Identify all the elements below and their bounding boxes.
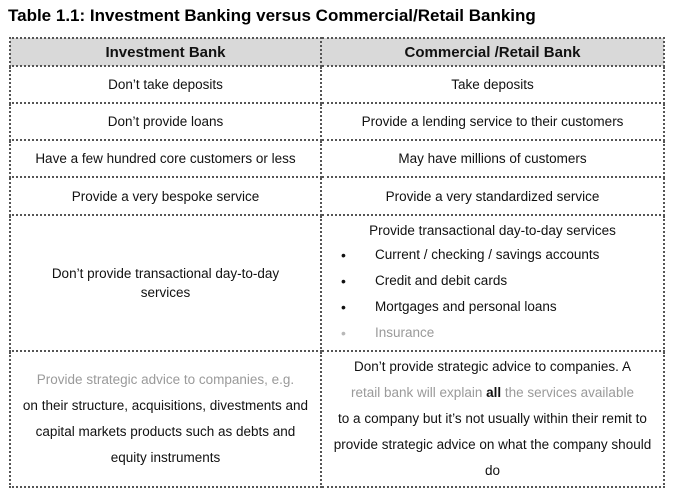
table-row: Provide strategic advice to companies, e… <box>9 350 665 488</box>
table-header-row: Investment Bank Commercial /Retail Bank <box>9 37 665 67</box>
cell-retail: Provide a very standardized service <box>320 176 665 216</box>
list-item: Insurance <box>328 320 657 346</box>
table-title: Table 1.1: Investment Banking versus Com… <box>8 6 536 25</box>
advice-retail-first: Don’t provide strategic advice to compan… <box>354 359 631 374</box>
cell-retail: May have millions of customers <box>320 139 665 178</box>
cell-investment: Don’t provide loans <box>9 102 322 141</box>
cell-retail: Take deposits <box>320 65 665 104</box>
table-row: Don’t provide loans Provide a lending se… <box>9 102 665 141</box>
table-row: Provide a very bespoke service Provide a… <box>9 176 665 216</box>
transactional-investment-text: Don’t provide transactional day-to-day s… <box>51 266 280 300</box>
advice-retail-faded-pre: retail bank will explain <box>351 385 483 400</box>
table-row: Don’t take deposits Take deposits <box>9 65 665 104</box>
comparison-table: Investment Bank Commercial /Retail Bank … <box>9 37 665 488</box>
cell-investment: Provide a very bespoke service <box>9 176 322 216</box>
advice-retail-bold: all <box>486 385 502 400</box>
transactional-retail-intro: Provide transactional day-to-day service… <box>369 222 616 238</box>
table-row: Don’t provide transactional day-to-day s… <box>9 214 665 352</box>
header-retail-bank: Commercial /Retail Bank <box>320 37 665 67</box>
advice-retail-text: to a company but it’s not usually within… <box>333 411 652 478</box>
cell-investment: Have a few hundred core customers or les… <box>9 139 322 178</box>
advice-investment-text: on their structure, acquisitions, divest… <box>22 398 309 465</box>
list-item: Current / checking / savings accounts <box>328 242 657 268</box>
list-item: Mortgages and personal loans <box>328 294 657 320</box>
advice-investment-faded: Provide strategic advice to companies, e… <box>36 372 295 387</box>
header-investment-bank: Investment Bank <box>9 37 322 67</box>
cell-retail: Provide a lending service to their custo… <box>320 102 665 141</box>
advice-retail-faded-line: retail bank will explain all the service… <box>328 380 657 406</box>
cell-investment: Don’t provide transactional day-to-day s… <box>9 214 322 352</box>
cell-investment: Don’t take deposits <box>9 65 322 104</box>
table-row: Have a few hundred core customers or les… <box>9 139 665 178</box>
list-item: Credit and debit cards <box>328 268 657 294</box>
retail-services-list: Current / checking / savings accounts Cr… <box>328 242 657 346</box>
cell-retail: Provide transactional day-to-day service… <box>320 214 665 352</box>
cell-retail: Don’t provide strategic advice to compan… <box>320 350 665 488</box>
cell-investment: Provide strategic advice to companies, e… <box>9 350 322 488</box>
advice-retail-faded-post: the services available <box>504 385 634 400</box>
